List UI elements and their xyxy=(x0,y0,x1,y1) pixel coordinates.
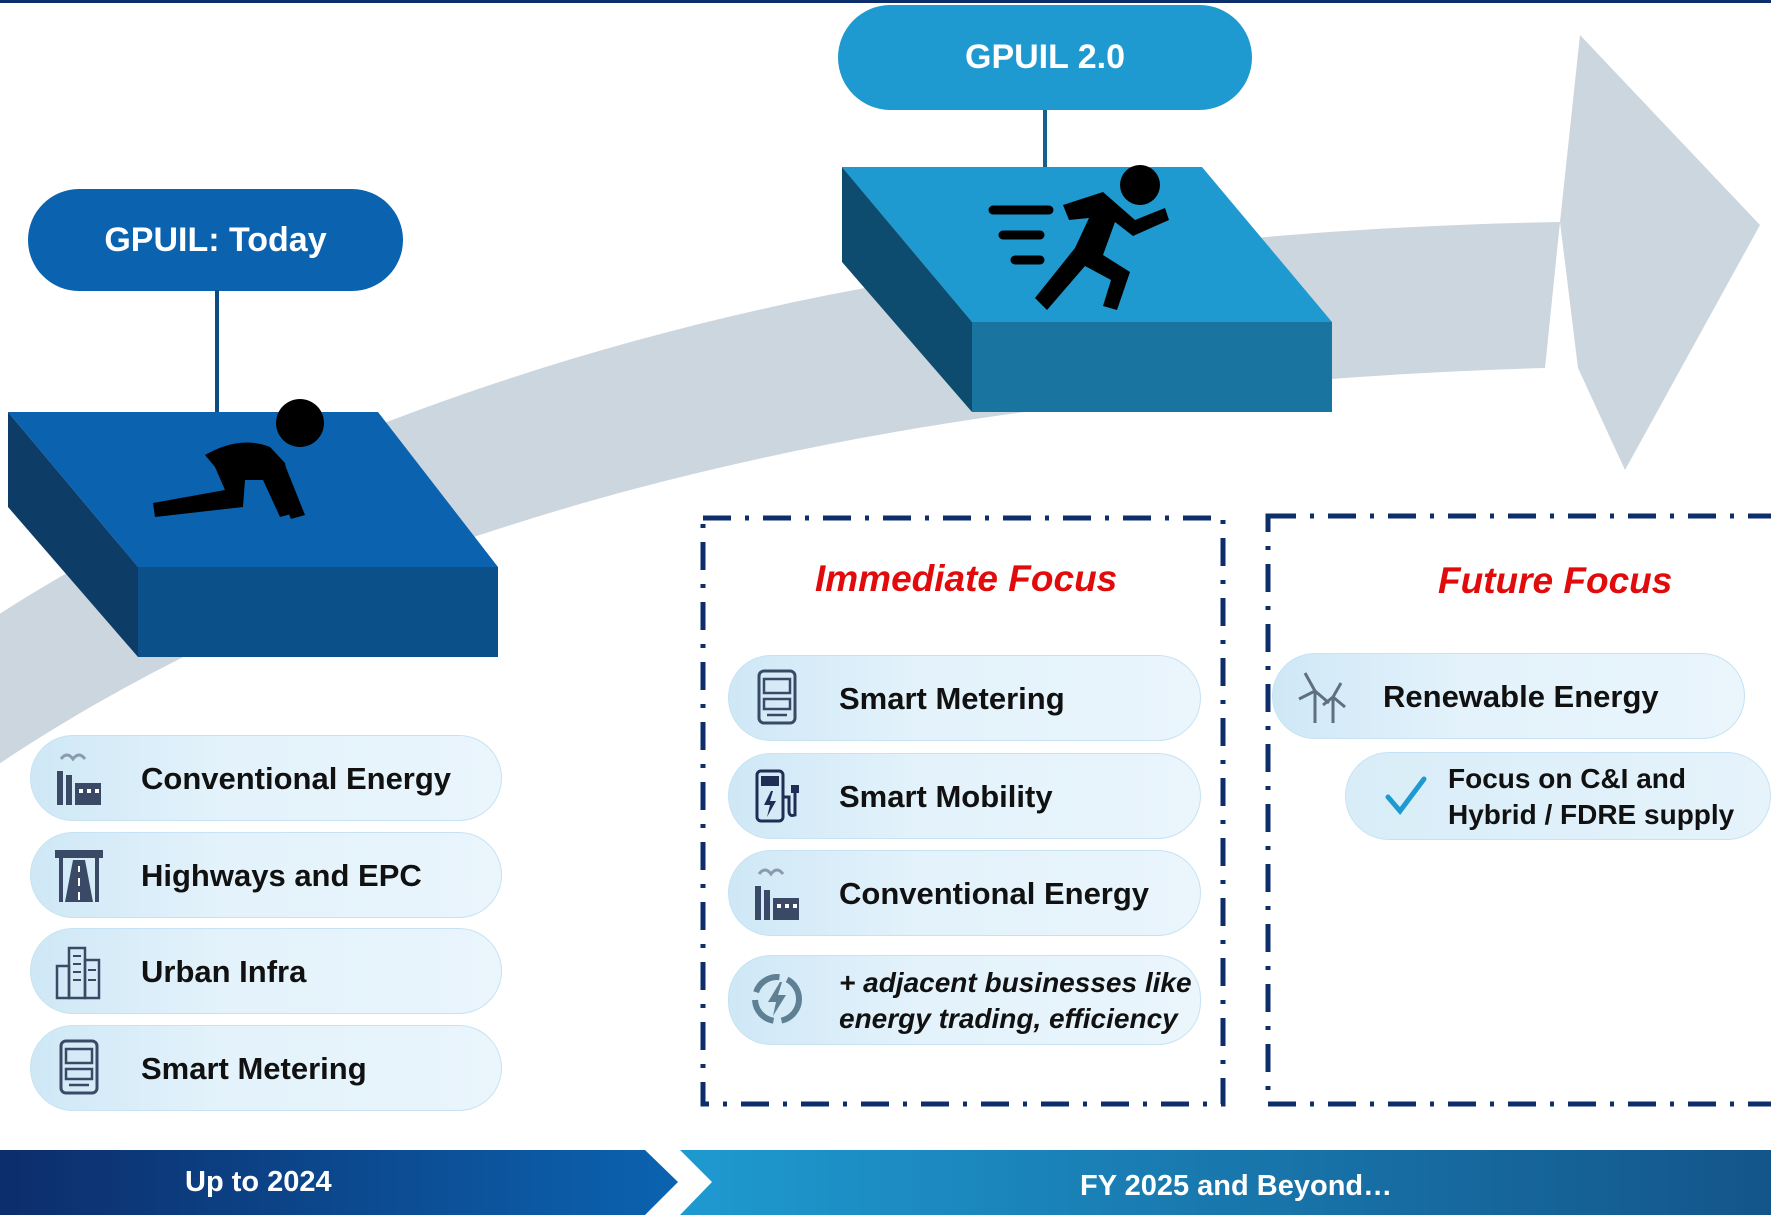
item-label: Smart Metering xyxy=(141,1051,367,1086)
ev-charger-icon xyxy=(755,769,799,823)
item-label: Conventional Energy xyxy=(141,761,452,796)
sub-list-item: Focus on C&I and Hybrid / FDRE supply xyxy=(1345,752,1771,840)
power-plant-icon xyxy=(57,753,101,805)
list-item: Renewable Energy xyxy=(1272,653,1745,739)
power-plant-icon xyxy=(755,868,799,920)
smart-meter-icon xyxy=(757,669,797,725)
item-label: Renewable Energy xyxy=(1383,679,1659,714)
item-label: + adjacent businesses like energy tradin… xyxy=(839,967,1192,1034)
running-person-icon xyxy=(988,165,1169,310)
item-label: Urban Infra xyxy=(141,954,307,989)
energy-cycle-icon xyxy=(752,974,802,1024)
next-stage-label: GPUIL 2.0 xyxy=(838,5,1252,110)
future-focus-title: Future Focus xyxy=(1438,560,1673,601)
list-item: Conventional Energy xyxy=(30,735,502,821)
list-item: Highways and EPC xyxy=(30,832,502,918)
smart-meter-icon xyxy=(59,1039,99,1095)
list-item: Conventional Energy xyxy=(728,850,1201,936)
item-label: Highways and EPC xyxy=(141,858,422,893)
list-item: Smart Metering xyxy=(728,655,1201,741)
immediate-focus-title: Immediate Focus xyxy=(815,558,1118,599)
timeline-left-label: Up to 2024 xyxy=(185,1166,332,1198)
list-item: Smart Mobility xyxy=(728,753,1201,839)
list-item: Urban Infra xyxy=(30,928,502,1014)
timeline-bar xyxy=(0,1150,1771,1215)
today-connector xyxy=(215,290,219,415)
list-item: Smart Metering xyxy=(30,1025,502,1111)
today-platform xyxy=(8,412,498,657)
crouching-person-icon xyxy=(153,399,324,519)
list-item: + adjacent businesses like energy tradin… xyxy=(728,955,1201,1045)
timeline-right-label: FY 2025 and Beyond… xyxy=(1080,1170,1393,1202)
next-connector xyxy=(1043,110,1047,168)
item-label: Conventional Energy xyxy=(839,876,1150,911)
wind-turbine-icon xyxy=(1298,672,1346,723)
top-border xyxy=(0,0,1771,3)
city-buildings-icon xyxy=(55,946,101,1000)
highway-icon xyxy=(55,850,103,902)
checkmark-icon xyxy=(1385,776,1427,815)
sub-item-label: Focus on C&I and Hybrid / FDRE supply xyxy=(1448,763,1735,830)
immediate-focus-box xyxy=(700,515,1226,1107)
today-stage-label: GPUIL: Today xyxy=(28,189,403,291)
future-focus-box xyxy=(1265,513,1771,1107)
item-label: Smart Mobility xyxy=(839,779,1053,814)
item-label: Smart Metering xyxy=(839,681,1065,716)
